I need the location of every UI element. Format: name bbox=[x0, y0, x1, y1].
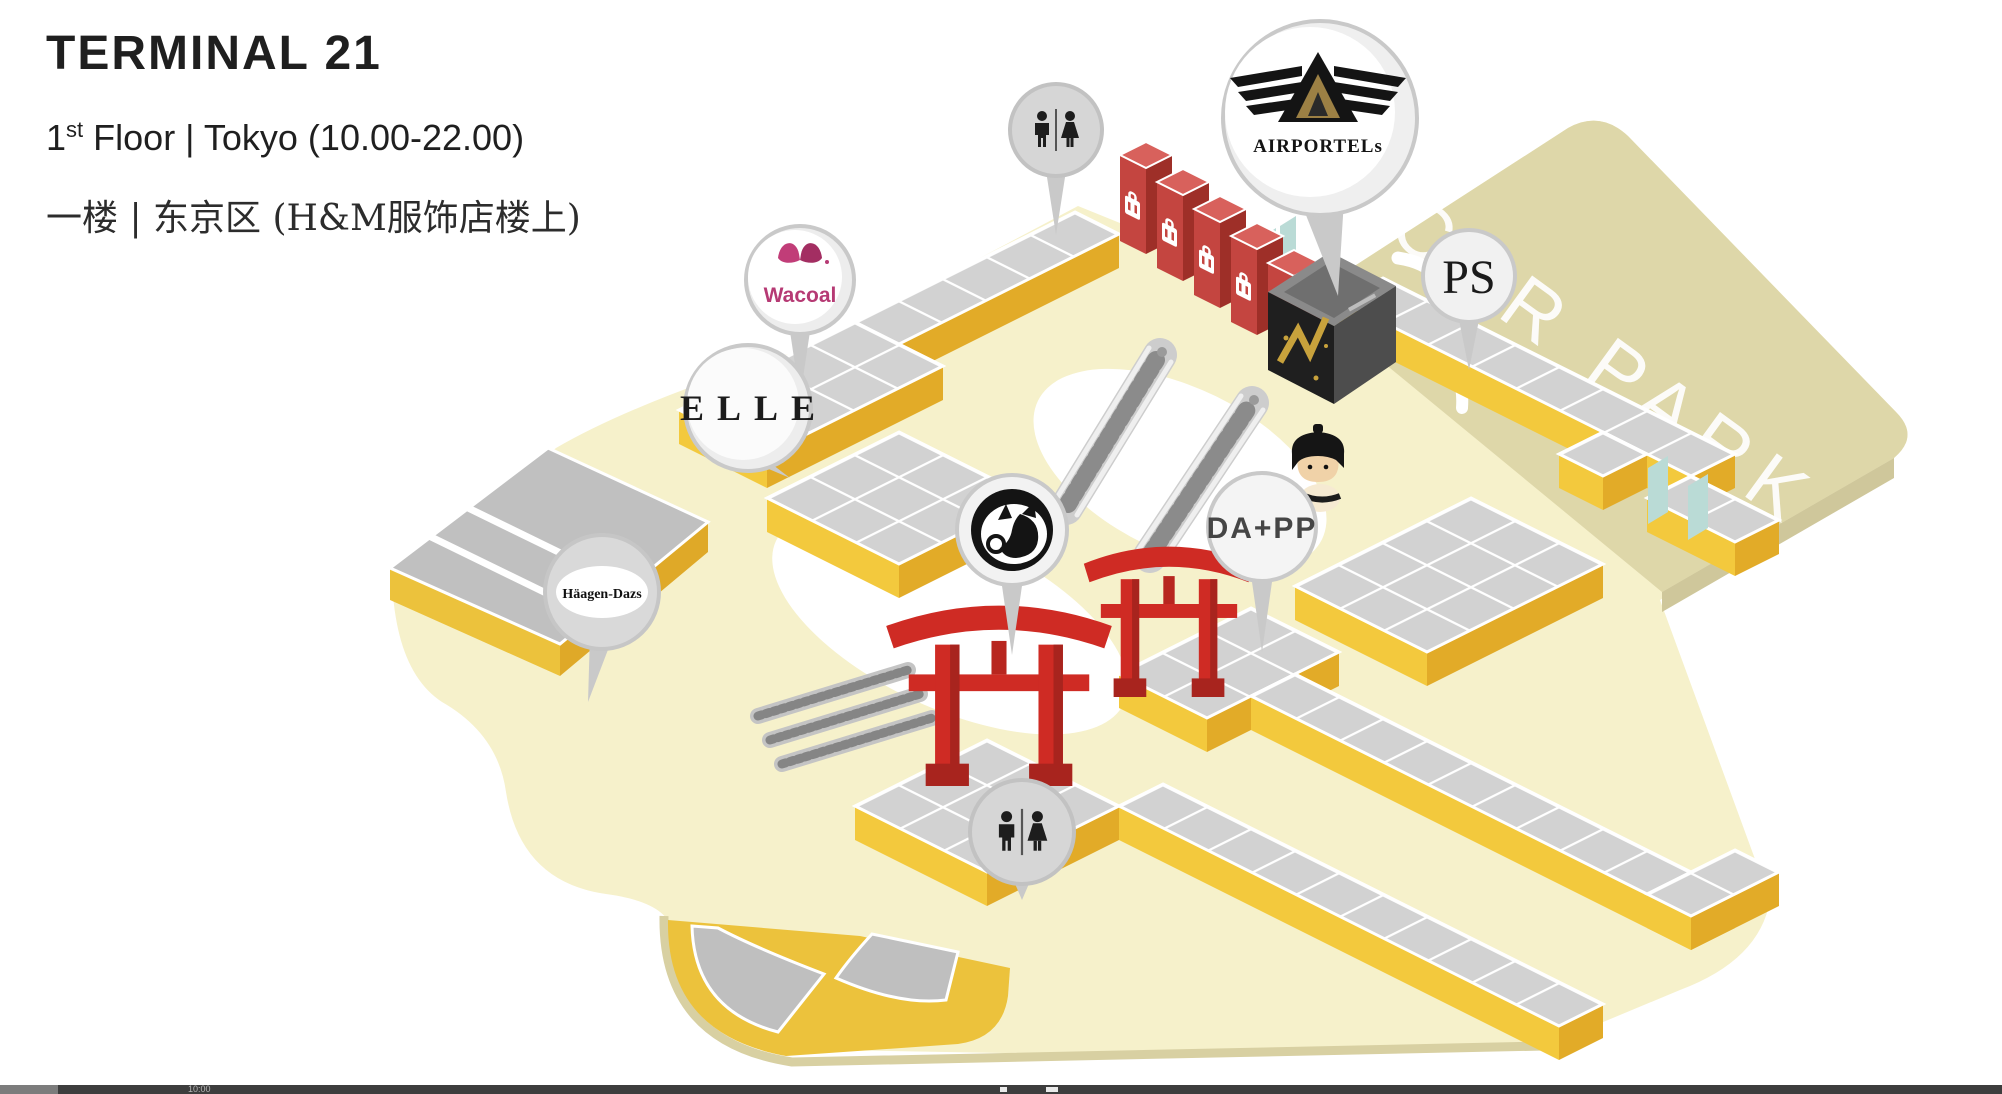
pin-wacoal[interactable]: Wacoal bbox=[744, 224, 856, 336]
luggage-glyph bbox=[1236, 272, 1251, 301]
pin-elle[interactable]: ELLE bbox=[680, 343, 828, 473]
luggage-glyph bbox=[1162, 218, 1177, 247]
elle-label: ELLE bbox=[680, 388, 828, 428]
pin-dapp[interactable]: DA+PP bbox=[1206, 471, 1318, 583]
torii-gate-lower bbox=[886, 605, 1112, 786]
pin-airportels[interactable]: AIRPORTELs bbox=[1221, 19, 1419, 217]
airportels-label: AIRPORTELs bbox=[1253, 136, 1383, 157]
luggage-drop-kiosk bbox=[1268, 252, 1396, 404]
airportels-logo-icon bbox=[1230, 52, 1406, 122]
escalator-trio bbox=[750, 662, 940, 772]
ps-label: PS bbox=[1442, 251, 1495, 304]
luggage-glyph bbox=[1125, 191, 1140, 220]
player-icon bbox=[1046, 1087, 1058, 1092]
floor-subtitle: 1st Floor | Tokyo (10.00-22.00) bbox=[46, 117, 525, 158]
fan-corner-shops bbox=[667, 920, 1010, 1056]
scrub-progress bbox=[0, 1085, 58, 1094]
restroom-icon bbox=[998, 808, 1048, 856]
map-header: TERMINAL 21 1st Floor | Tokyo (10.00-22.… bbox=[46, 26, 581, 241]
escalator-pair bbox=[1049, 338, 1269, 573]
floor-subtitle-chinese: 一楼 | 东京区 (H&M服饰店楼上) bbox=[46, 198, 581, 239]
floor-bottom-rim bbox=[659, 915, 1546, 1067]
pin-haagen-dazs[interactable]: Häagen-Dazs bbox=[543, 533, 661, 651]
wacoal-logo-icon bbox=[778, 243, 829, 264]
scrub-time-label: 10:00 bbox=[188, 1084, 211, 1094]
torii-gate-upper bbox=[1083, 546, 1255, 697]
page-title: TERMINAL 21 bbox=[46, 27, 382, 80]
pin-ps[interactable]: PS bbox=[1421, 228, 1517, 324]
dapp-label: DA+PP bbox=[1207, 512, 1318, 545]
cat-logo-icon bbox=[981, 502, 1047, 564]
luggage-glyph bbox=[1199, 245, 1214, 274]
restroom-icon bbox=[1035, 109, 1079, 151]
pin-restroom-top[interactable] bbox=[1008, 82, 1104, 178]
shop-block-clusters bbox=[675, 210, 1783, 1060]
wacoal-label: Wacoal bbox=[764, 284, 837, 307]
pin-restroom-bottom[interactable] bbox=[968, 778, 1076, 886]
player-icon bbox=[1000, 1087, 1007, 1092]
video-scrub-bar[interactable]: 10:00 bbox=[0, 1084, 2002, 1094]
pin-cat-logo[interactable] bbox=[955, 473, 1069, 587]
haagen-dazs-label: Häagen-Dazs bbox=[562, 587, 642, 602]
